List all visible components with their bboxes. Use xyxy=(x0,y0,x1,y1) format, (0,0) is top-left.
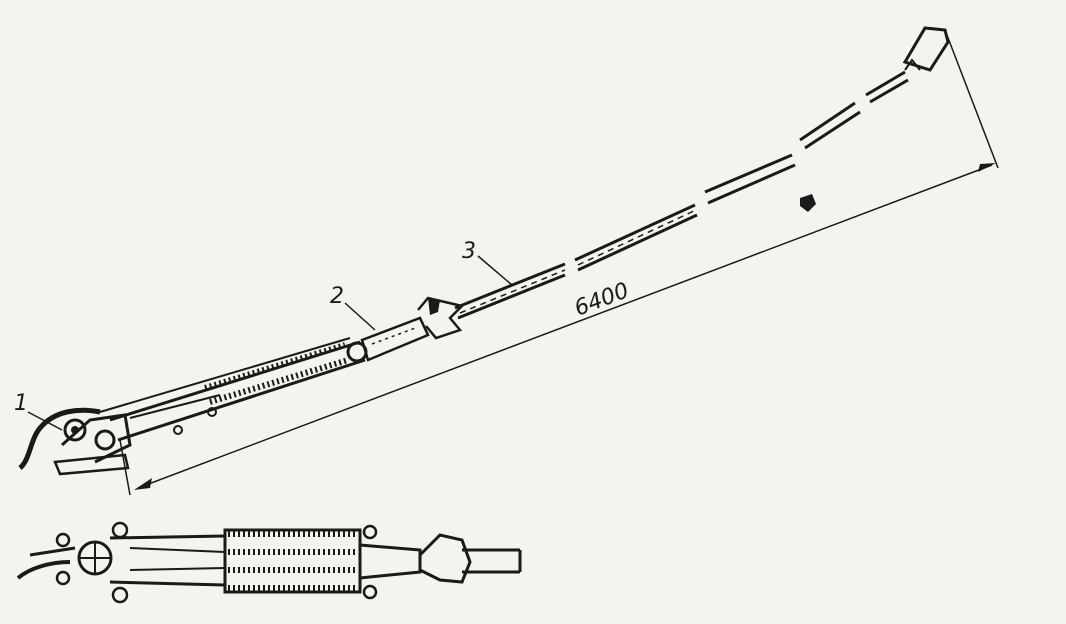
label-part-3: 3 xyxy=(462,239,476,264)
drawing-mark xyxy=(800,194,816,212)
dimension-value: 6400 xyxy=(571,278,632,321)
insulator-sleeve xyxy=(360,296,465,362)
label-part-1: 1 xyxy=(14,391,28,416)
spring-section xyxy=(99,337,368,442)
main-pole xyxy=(454,70,909,320)
contact-head xyxy=(902,26,950,72)
dimension-line xyxy=(119,29,999,496)
label-part-2: 2 xyxy=(330,284,344,309)
pole-assembly-plan-view xyxy=(16,521,522,604)
pole-assembly-side-view xyxy=(18,26,999,496)
part-labels: 1 2 3 6400 xyxy=(14,239,632,431)
